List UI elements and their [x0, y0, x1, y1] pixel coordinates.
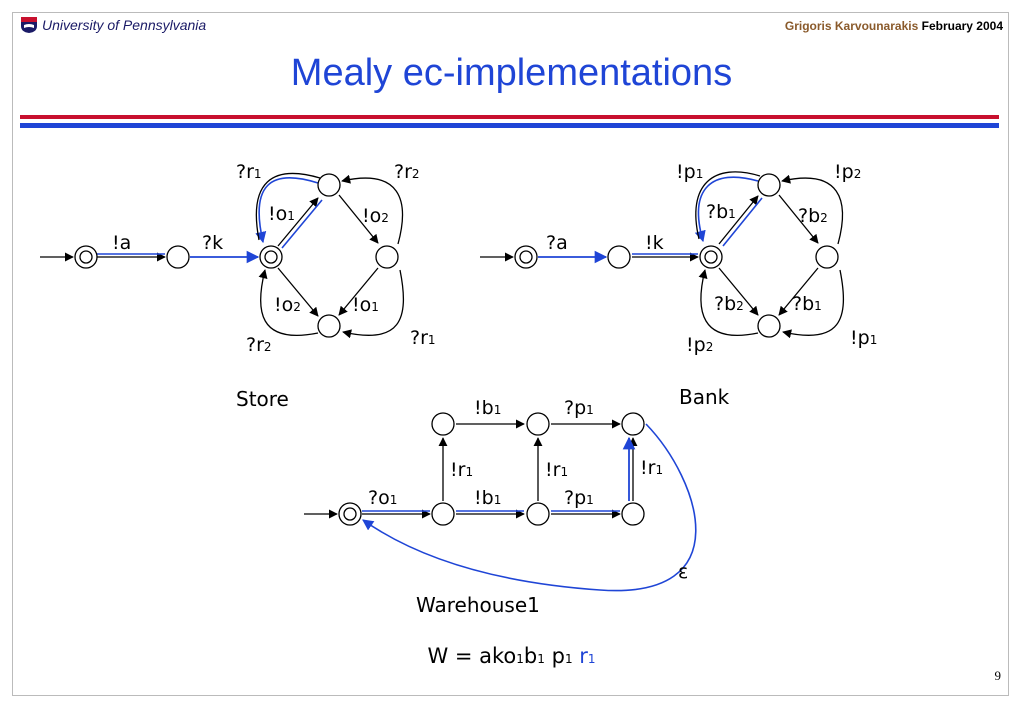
warehouse-automaton	[304, 412, 697, 592]
slide-frame	[12, 12, 1009, 696]
bank-caption: Bank	[679, 385, 730, 409]
store-label-r1-top: ?r1	[236, 161, 262, 183]
store-automaton	[40, 172, 404, 339]
warehouse-label-r1-b: !r1	[545, 459, 568, 481]
title-rule-red	[20, 115, 999, 119]
store-label-o1-bot: !o1	[352, 294, 379, 316]
bank-automaton	[480, 171, 844, 339]
warehouse-label-r1-c: !r1	[640, 457, 663, 479]
presentation-date: February 2004	[921, 19, 1003, 33]
store-label-o1-top: !o1	[268, 203, 295, 225]
warehouse-label-b1-bot: !b1	[474, 487, 501, 509]
bank-label-p1-bot: !p1	[850, 327, 877, 349]
warehouse-label-b1-top: !b1	[474, 397, 501, 419]
author-name: Grigoris Karvounarakis	[784, 19, 919, 33]
university-name: University of Pennsylvania	[42, 17, 207, 33]
warehouse-label-p1-bot: ?p1	[564, 487, 594, 509]
page-number: 9	[994, 668, 1002, 683]
slide-title: Mealy ec-implementations	[290, 52, 733, 94]
bank-label-b1-top: ?b1	[706, 201, 736, 223]
warehouse-label-epsilon: ε	[678, 561, 688, 583]
store-label-a: !a	[112, 232, 131, 254]
warehouse-caption: Warehouse1	[416, 593, 540, 617]
warehouse-label-o1: ?o1	[368, 487, 397, 509]
store-label-k: ?k	[202, 232, 223, 254]
store-label-o2-top: !o2	[362, 205, 389, 227]
store-label-r2-bot: ?r2	[246, 334, 272, 356]
bank-label-k: !k	[645, 232, 664, 254]
bank-label-a: ?a	[546, 232, 568, 254]
bank-label-p2-bot: !p2	[686, 334, 713, 356]
warehouse-labels: !b1 ?p1 !r1 !r1 !r1 ?o1 !b1 ?p1 ε Wareho…	[368, 397, 688, 617]
conversation-formula: W = ako1b1 p1 r1	[427, 644, 596, 668]
store-label-r2-top: ?r2	[394, 161, 420, 183]
store-caption: Store	[236, 387, 289, 411]
bank-label-b2-bot: ?b2	[714, 293, 744, 315]
warehouse-label-p1-top: ?p1	[564, 397, 594, 419]
store-label-r1-bot: ?r1	[410, 327, 436, 349]
bank-labels: ?a !k !p1 !p2 ?b1 ?b2 ?b2 ?b1 !p2 !p1 Ba…	[546, 161, 877, 409]
bank-label-p1-top: !p1	[676, 161, 703, 183]
university-header: University of Pennsylvania	[20, 16, 206, 34]
penn-shield-icon	[21, 17, 37, 33]
author-date: Grigoris Karvounarakis February 2004	[785, 19, 1003, 33]
title-rule-blue	[20, 123, 999, 128]
warehouse-label-r1-a: !r1	[450, 459, 473, 481]
bank-label-b1-bot: ?b1	[792, 293, 822, 315]
store-labels: !a ?k ?r1 ?r2 !o1 !o2 !o2 !o1 ?r2 ?r1 St…	[112, 161, 436, 411]
bank-label-p2-top: !p2	[834, 161, 861, 183]
store-label-o2-bot: !o2	[274, 294, 301, 316]
bank-label-b2-top: ?b2	[798, 205, 828, 227]
